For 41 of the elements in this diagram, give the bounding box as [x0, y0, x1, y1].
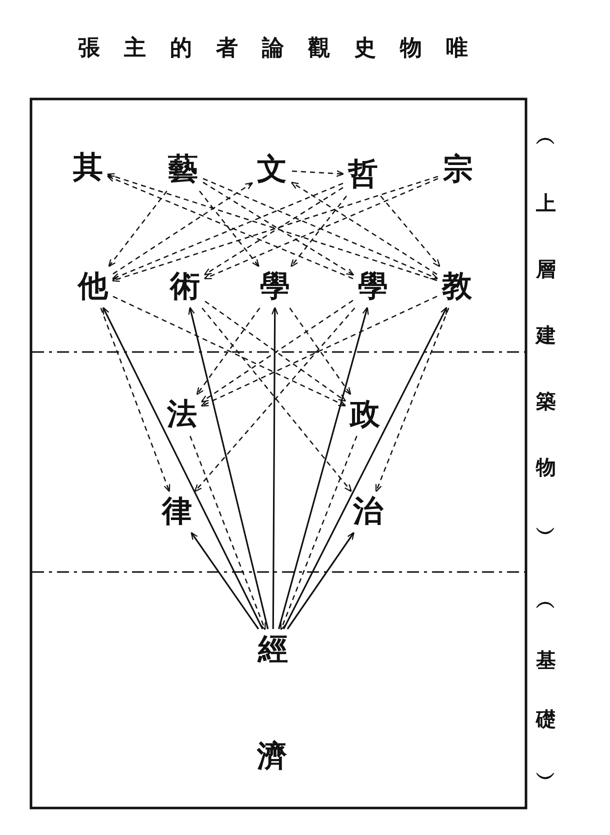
dashed-arrow — [290, 196, 347, 268]
node-label: 宗 — [441, 152, 475, 188]
dashed-arrow — [200, 296, 438, 407]
dashed-arrow — [375, 308, 450, 492]
node-label: 其 — [71, 150, 105, 186]
title: 張主的者論觀史物唯 — [78, 34, 492, 62]
node-label: 學 — [356, 269, 390, 305]
node-label: 政 — [348, 397, 382, 433]
arrow — [272, 306, 278, 629]
node-label: 藝 — [166, 152, 200, 188]
node-label: 術 — [168, 269, 202, 305]
dashed-arrow — [280, 436, 358, 630]
node-label: 律 — [160, 494, 194, 530]
node-label: 經 — [256, 632, 290, 668]
node-label: 哲 — [346, 157, 380, 193]
arrow — [190, 532, 260, 630]
node-label: 他 — [76, 269, 110, 305]
dashed-arrow — [199, 190, 260, 268]
dashed-arrow — [289, 308, 352, 396]
dashed-arrow — [112, 296, 346, 406]
dashed-arrow — [196, 308, 260, 396]
node-label: 文 — [255, 152, 289, 188]
arrow — [282, 306, 448, 630]
dashed-arrow — [108, 190, 168, 268]
dashed-arrow — [290, 182, 438, 275]
dashed-arrow — [292, 170, 344, 177]
arrow — [286, 532, 354, 630]
arrow — [102, 306, 264, 630]
side-label: ︵上層建築物︶ — [536, 124, 556, 547]
node-label: 法 — [165, 397, 199, 433]
node-label: 治 — [351, 494, 385, 530]
arrow — [188, 306, 269, 630]
text-label: 濟 — [257, 739, 287, 775]
dashed-arrow — [380, 196, 440, 268]
dashed-arrow — [100, 308, 170, 492]
dashed-arrow — [190, 436, 266, 630]
dashed-arrow — [112, 182, 254, 274]
arrow — [278, 306, 369, 630]
node-label: 學 — [258, 269, 292, 305]
node-label: 教 — [440, 269, 474, 305]
side-label: ︵基礎︶ — [536, 588, 556, 792]
